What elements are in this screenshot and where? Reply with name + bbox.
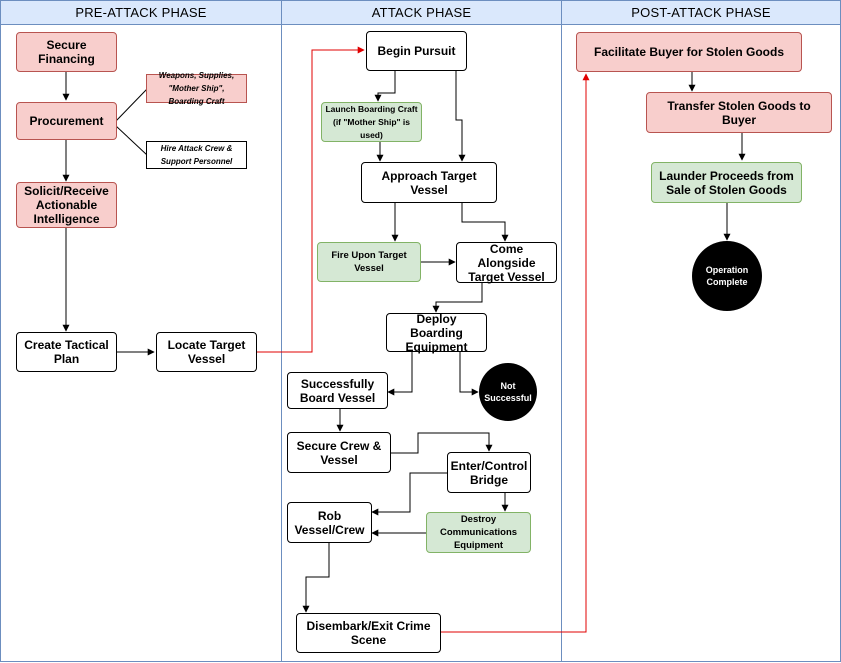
edge-deploy-board	[387, 352, 413, 396]
node-rob-vessel-crew[interactable]: Rob Vessel/Crew	[287, 502, 372, 543]
node-enter-control-bridge[interactable]: Enter/Control Bridge	[447, 452, 531, 493]
node-create-tactical-plan[interactable]: Create Tactical Plan	[16, 332, 117, 372]
edge-secure-bridge	[391, 432, 493, 454]
node-come-alongside[interactable]: Come Alongside Target Vessel	[456, 242, 557, 284]
node-launder-proceeds[interactable]: Launder Proceeds from Sale of Stolen Goo…	[651, 162, 802, 203]
edge-procurement-weapons	[115, 88, 148, 122]
edge-procurement-hire	[115, 125, 148, 156]
lane-title-post-attack: POST-ATTACK PHASE	[562, 1, 840, 25]
node-solicit-intelligence[interactable]: Solicit/Receive Actionable Intelligence	[16, 182, 117, 228]
edge-alongside-deploy	[432, 283, 483, 313]
edge-disembark-facilitate	[441, 73, 590, 633]
note-weapons-supplies[interactable]: Weapons, Supplies, "Mother Ship", Boardi…	[146, 71, 247, 106]
edge-deploy-notsuccessful	[459, 352, 479, 396]
node-deploy-boarding-equipment[interactable]: Deploy Boarding Equipment	[386, 312, 487, 354]
node-transfer-goods[interactable]: Transfer Stolen Goods to Buyer	[646, 92, 832, 133]
node-fire-upon-target[interactable]: Fire Upon Target Vessel	[317, 242, 421, 282]
node-secure-crew-vessel[interactable]: Secure Crew & Vessel	[287, 432, 391, 473]
node-procurement[interactable]: Procurement	[16, 102, 117, 140]
edge-rob-disembark	[302, 543, 330, 613]
node-facilitate-buyer[interactable]: Facilitate Buyer for Stolen Goods	[576, 32, 802, 72]
node-approach-target-vessel[interactable]: Approach Target Vessel	[361, 162, 497, 203]
node-launch-boarding-craft[interactable]: Launch Boarding Craft (if "Mother Ship" …	[321, 102, 422, 142]
note-hire-crew[interactable]: Hire Attack Crew & Support Personnel	[146, 141, 247, 169]
edge-pursuit-approach	[455, 71, 466, 162]
edge-pursuit-launch	[374, 71, 396, 102]
edge-bridge-rob	[371, 472, 447, 516]
node-successfully-board-vessel[interactable]: Successfully Board Vessel	[287, 372, 388, 409]
node-disembark-exit[interactable]: Disembark/Exit Crime Scene	[296, 613, 441, 653]
lane-title-pre-attack: PRE-ATTACK PHASE	[1, 1, 281, 25]
node-begin-pursuit[interactable]: Begin Pursuit	[366, 31, 467, 71]
node-locate-target-vessel[interactable]: Locate Target Vessel	[156, 332, 257, 372]
node-operation-complete[interactable]: Operation Complete	[692, 241, 762, 311]
edge-locate-pursuit	[257, 46, 365, 353]
node-secure-financing[interactable]: Secure Financing	[16, 32, 117, 72]
node-destroy-communications[interactable]: Destroy Communications Equipment	[426, 512, 531, 553]
node-not-successful[interactable]: Not Successful	[479, 363, 537, 421]
lane-title-attack: ATTACK PHASE	[282, 1, 561, 25]
edge-approach-alongside	[461, 203, 509, 242]
